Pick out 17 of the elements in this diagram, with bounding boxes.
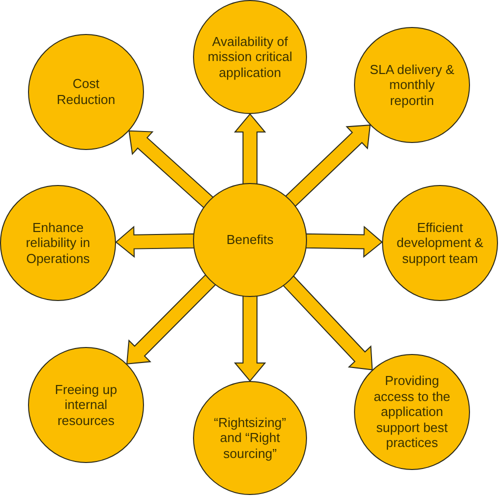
circle-label: SLA delivery & monthly reportin — [368, 62, 456, 108]
block-arrow — [128, 130, 215, 210]
circle-label: Cost Reduction — [56, 76, 116, 108]
circle-label: Freeing up internal resources — [54, 382, 118, 428]
circle-label: Efficient development & support team — [396, 220, 484, 266]
block-arrow — [115, 226, 196, 258]
circle-label: Enhance reliability in Operations — [24, 220, 92, 266]
circle-label: “Rightsizing” and “Right sourcing” — [212, 414, 288, 462]
block-arrow — [234, 113, 266, 186]
block-arrow — [304, 226, 383, 258]
circle-label: Providing access to the application support best practices — [372, 373, 452, 451]
block-arrow — [126, 273, 217, 364]
block-arrow — [234, 294, 266, 382]
circle-label: Availability of mission critical application — [206, 34, 294, 80]
block-arrow — [284, 124, 371, 208]
circle-label: Benefits — [226, 232, 274, 248]
block-arrow — [282, 274, 373, 370]
